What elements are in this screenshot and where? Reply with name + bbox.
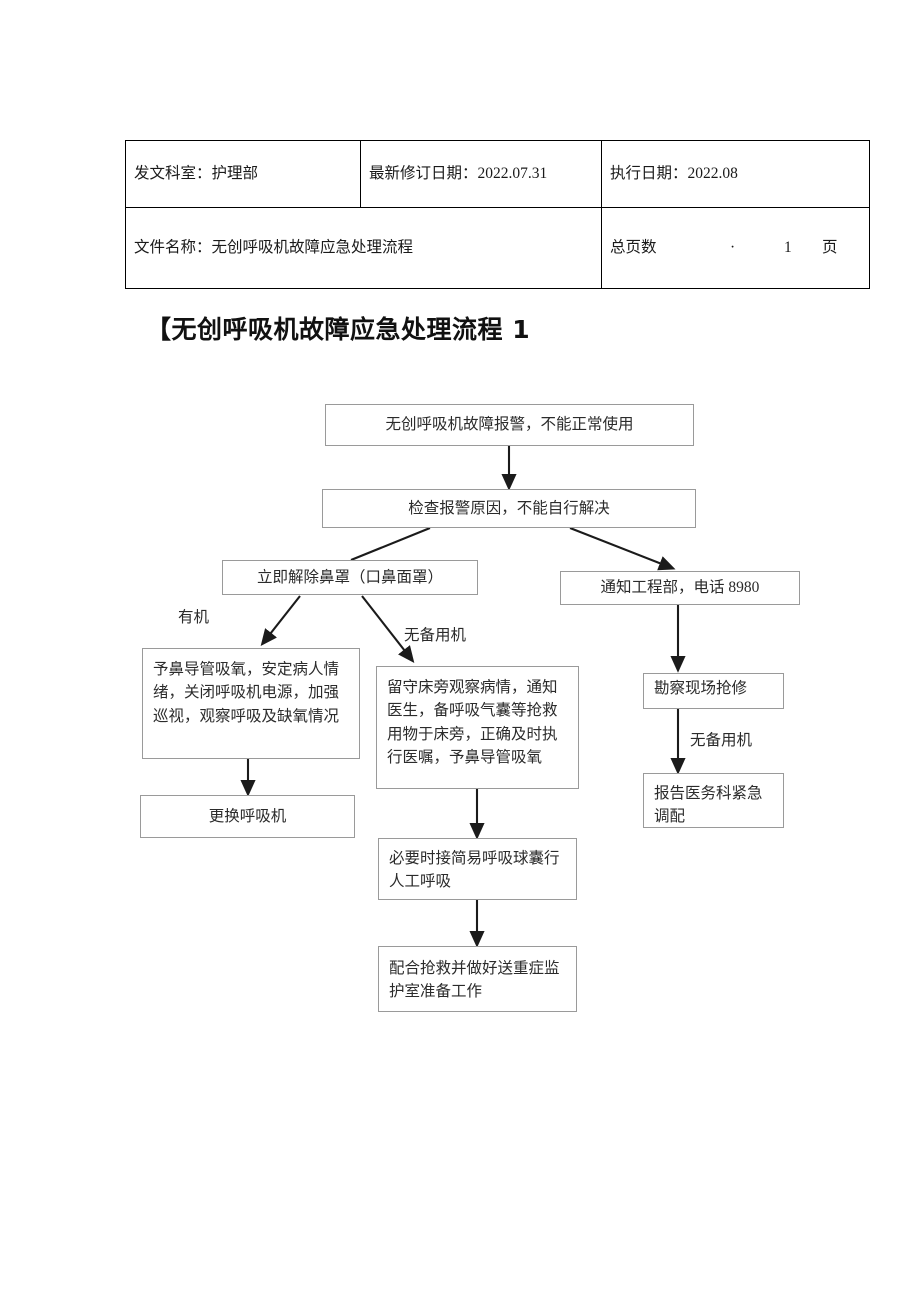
total-pages-separator: · bbox=[730, 238, 736, 256]
document-header-table: 发文科室：护理部 最新修订日期：2022.07.31 执行日期：2022.08 … bbox=[125, 140, 870, 289]
page-title: 【无创呼吸机故障应急处理流程 1 bbox=[146, 315, 531, 344]
flow-node-bedside-watch: 留守床旁观察病情，通知医生，备呼吸气囊等抢救用物于床旁，正确及时执行医嘱，予鼻导… bbox=[376, 666, 579, 789]
table-row: 文件名称：无创呼吸机故障应急处理流程 总页数 · 1 页 bbox=[125, 207, 870, 289]
flow-node-icu-transfer-prep: 配合抢救并做好送重症监护室准备工作 bbox=[378, 946, 577, 1012]
flow-node-alarm: 无创呼吸机故障报警，不能正常使用 bbox=[325, 404, 694, 446]
cell-department: 发文科室：护理部 bbox=[125, 140, 361, 208]
total-pages-label: 总页数 bbox=[610, 238, 657, 256]
edge-label-has-spare: 有机 bbox=[178, 609, 210, 626]
cell-filename: 文件名称：无创呼吸机故障应急处理流程 bbox=[125, 207, 602, 289]
flow-node-manual-ventilation: 必要时接简易呼吸球囊行人工呼吸 bbox=[378, 838, 577, 900]
cell-effective-date: 执行日期：2022.08 bbox=[601, 140, 870, 208]
flow-node-notify-engineering: 通知工程部，电话 8980 bbox=[560, 571, 800, 605]
flow-node-site-repair: 勘察现场抢修 bbox=[643, 673, 784, 709]
cell-total-pages: 总页数 · 1 页 bbox=[601, 207, 870, 289]
total-pages-unit: 页 bbox=[822, 238, 838, 256]
flow-node-nasal-oxygen: 予鼻导管吸氧，安定病人情绪，关闭呼吸机电源，加强巡视，观察呼吸及缺氧情况 bbox=[142, 648, 360, 759]
cell-revision-date: 最新修订日期：2022.07.31 bbox=[360, 140, 602, 208]
table-row: 发文科室：护理部 最新修订日期：2022.07.31 执行日期：2022.08 bbox=[125, 140, 870, 208]
flow-node-remove-mask: 立即解除鼻罩（口鼻面罩） bbox=[222, 560, 478, 595]
total-pages-count: 1 bbox=[784, 238, 792, 256]
flow-node-check-cause: 检查报警原因，不能自行解决 bbox=[322, 489, 696, 528]
edge-label-no-spare-left: 无备用机 bbox=[404, 627, 467, 644]
flow-node-replace-ventilator: 更换呼吸机 bbox=[140, 795, 355, 838]
flow-node-report-medical-affairs: 报告医务科紧急调配 bbox=[643, 773, 784, 828]
edge-label-no-spare-right: 无备用机 bbox=[690, 732, 753, 749]
